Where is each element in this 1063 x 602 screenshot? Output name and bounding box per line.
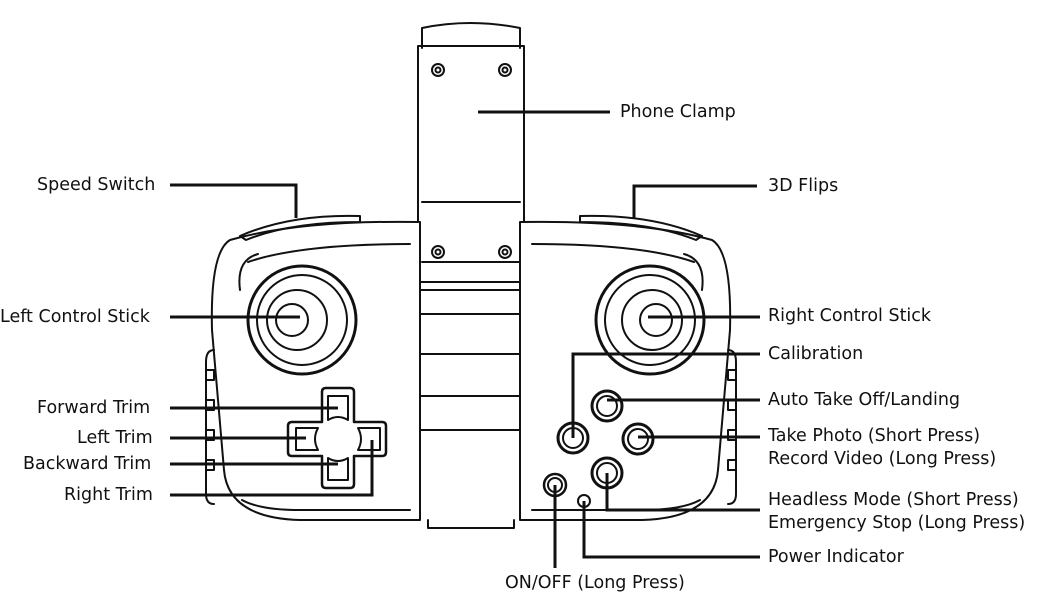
leader-speed-switch [170,183,298,218]
label-3d-flips: 3D Flips [768,176,839,196]
label-on-off: ON/OFF (Long Press) [505,573,685,593]
label-headless-mode: Headless Mode (Short Press) [768,490,1019,510]
leader-calibration [571,352,760,438]
label-record-video: Record Video (Long Press) [768,449,997,469]
phone-clamp [417,22,525,283]
left-control-stick [246,264,358,376]
leader-3d-flips [632,184,757,218]
label-auto-takeoff: Auto Take Off/Landing [768,390,961,410]
label-calibration: Calibration [768,344,864,364]
trim-dpad [286,386,388,490]
label-take-photo: Take Photo (Short Press) [768,426,981,446]
label-emergency-stop: Emergency Stop (Long Press) [768,513,1026,533]
label-left-trim: Left Trim [77,428,153,448]
leader-headless [605,473,760,512]
label-phone-clamp: Phone Clamp [620,102,736,122]
leader-power-indicator [582,501,760,559]
leader-right-trim [170,440,374,497]
label-left-control-stick: Left Control Stick [0,307,150,327]
label-right-control-stick: Right Control Stick [768,306,932,326]
label-forward-trim: Forward Trim [37,398,151,418]
label-right-trim: Right Trim [64,485,153,505]
right-control-stick [594,264,706,376]
label-power-indicator: Power Indicator [768,547,904,567]
label-backward-trim: Backward Trim [23,454,152,474]
label-speed-switch: Speed Switch [37,175,156,195]
